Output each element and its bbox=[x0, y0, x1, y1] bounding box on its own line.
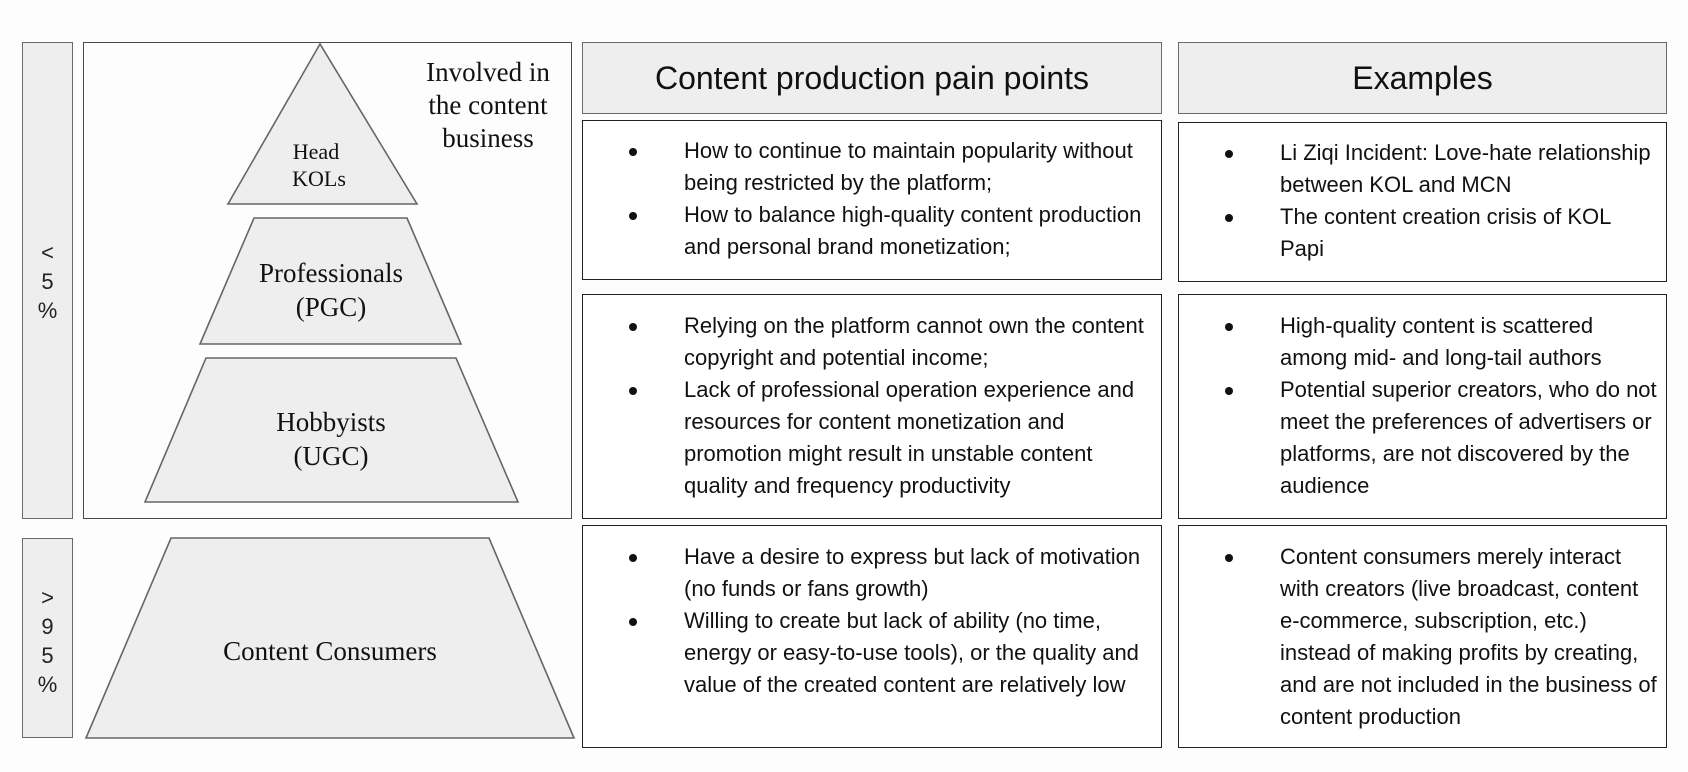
bullet-icon bbox=[629, 148, 637, 156]
list-item-text: Willing to create but lack of ability (n… bbox=[684, 608, 1139, 697]
sidebar-bottom-label: > 9 5 % bbox=[23, 583, 72, 699]
bullet-icon bbox=[629, 387, 637, 395]
list-item: Willing to create but lack of ability (n… bbox=[583, 605, 1155, 701]
pain-points-cell-row-1: How to continue to maintain popularity w… bbox=[582, 120, 1162, 280]
header-pain-points: Content production pain points bbox=[582, 42, 1162, 114]
sidebar-char: < bbox=[41, 240, 54, 265]
bullet-icon bbox=[629, 618, 637, 626]
list-item-text: Li Ziqi Incident: Love-hate relationship… bbox=[1280, 140, 1651, 197]
sidebar-char: % bbox=[37, 672, 58, 697]
examples-list: Content consumers merely interact with c… bbox=[1179, 541, 1660, 733]
tier-hobbyists-shape bbox=[143, 357, 520, 503]
list-item: How to balance high-quality content prod… bbox=[583, 199, 1155, 263]
pain-points-cell-row-2: Relying on the platform cannot own the c… bbox=[582, 294, 1162, 519]
tier-professionals-label: Professionals bbox=[259, 258, 403, 288]
bullet-icon bbox=[1225, 150, 1233, 158]
pain-points-list: How to continue to maintain popularity w… bbox=[583, 135, 1155, 263]
involved-label: the content bbox=[428, 90, 548, 120]
list-item: Have a desire to express but lack of mot… bbox=[583, 541, 1155, 605]
bullet-icon bbox=[629, 554, 637, 562]
list-item-text: Potential superior creators, who do not … bbox=[1280, 377, 1657, 498]
bullet-icon bbox=[1225, 554, 1233, 562]
tier-professionals-label: (PGC) bbox=[296, 292, 367, 322]
header-examples: Examples bbox=[1178, 42, 1667, 114]
list-item: Potential superior creators, who do not … bbox=[1179, 374, 1660, 502]
examples-list: High-quality content is scattered among … bbox=[1179, 310, 1660, 502]
list-item-text: How to continue to maintain popularity w… bbox=[684, 138, 1133, 195]
list-item: Relying on the platform cannot own the c… bbox=[583, 310, 1155, 374]
examples-cell-row-2: High-quality content is scattered among … bbox=[1178, 294, 1667, 519]
tier-head-kols-label: Head bbox=[293, 139, 339, 164]
list-item: High-quality content is scattered among … bbox=[1179, 310, 1660, 374]
list-item: Li Ziqi Incident: Love-hate relationship… bbox=[1179, 137, 1660, 201]
sidebar-bottom: > 9 5 % bbox=[22, 538, 73, 738]
tier-head-kols-shape bbox=[226, 42, 419, 205]
tier-head-kols-label: KOLs bbox=[292, 166, 346, 191]
list-item: Lack of professional operation experienc… bbox=[583, 374, 1155, 502]
list-item-text: Relying on the platform cannot own the c… bbox=[684, 313, 1144, 370]
involved-label: business bbox=[442, 123, 534, 153]
list-item-text: How to balance high-quality content prod… bbox=[684, 202, 1142, 259]
sidebar-char: 5 bbox=[41, 269, 54, 294]
pain-points-list: Have a desire to express but lack of mot… bbox=[583, 541, 1155, 701]
involved-label: Involved in bbox=[426, 57, 550, 87]
list-item-text: Lack of professional operation experienc… bbox=[684, 377, 1135, 498]
sidebar-char: % bbox=[37, 298, 58, 323]
tier-hobbyists-label: (UGC) bbox=[294, 441, 369, 471]
bullet-icon bbox=[1225, 387, 1233, 395]
sidebar-top: < 5 % bbox=[22, 42, 73, 519]
list-item: How to continue to maintain popularity w… bbox=[583, 135, 1155, 199]
bullet-icon bbox=[1225, 214, 1233, 222]
bullet-icon bbox=[629, 323, 637, 331]
tier-hobbyists-label: Hobbyists bbox=[276, 407, 386, 437]
list-item: The content creation crisis of KOL Papi bbox=[1179, 201, 1660, 265]
pain-points-list: Relying on the platform cannot own the c… bbox=[583, 310, 1155, 502]
list-item: Content consumers merely interact with c… bbox=[1179, 541, 1660, 733]
list-item-text: The content creation crisis of KOL Papi bbox=[1280, 204, 1611, 261]
examples-cell-row-1: Li Ziqi Incident: Love-hate relationship… bbox=[1178, 122, 1667, 282]
bullet-icon bbox=[1225, 323, 1233, 331]
list-item-text: High-quality content is scattered among … bbox=[1280, 313, 1602, 370]
list-item-text: Have a desire to express but lack of mot… bbox=[684, 544, 1141, 601]
examples-cell-row-3: Content consumers merely interact with c… bbox=[1178, 525, 1667, 748]
tier-professionals-shape bbox=[198, 217, 463, 345]
pain-points-cell-row-3: Have a desire to express but lack of mot… bbox=[582, 525, 1162, 748]
sidebar-char: 9 bbox=[41, 614, 54, 639]
tier-consumers-label: Content Consumers bbox=[223, 636, 437, 666]
sidebar-char: 5 bbox=[41, 643, 54, 668]
examples-list: Li Ziqi Incident: Love-hate relationship… bbox=[1179, 137, 1660, 265]
list-item-text: Content consumers merely interact with c… bbox=[1280, 544, 1657, 729]
pyramid-frame bbox=[83, 42, 572, 519]
tier-consumers-shape bbox=[84, 537, 576, 739]
sidebar-char: > bbox=[41, 585, 54, 610]
bullet-icon bbox=[629, 212, 637, 220]
sidebar-top-label: < 5 % bbox=[23, 238, 72, 325]
